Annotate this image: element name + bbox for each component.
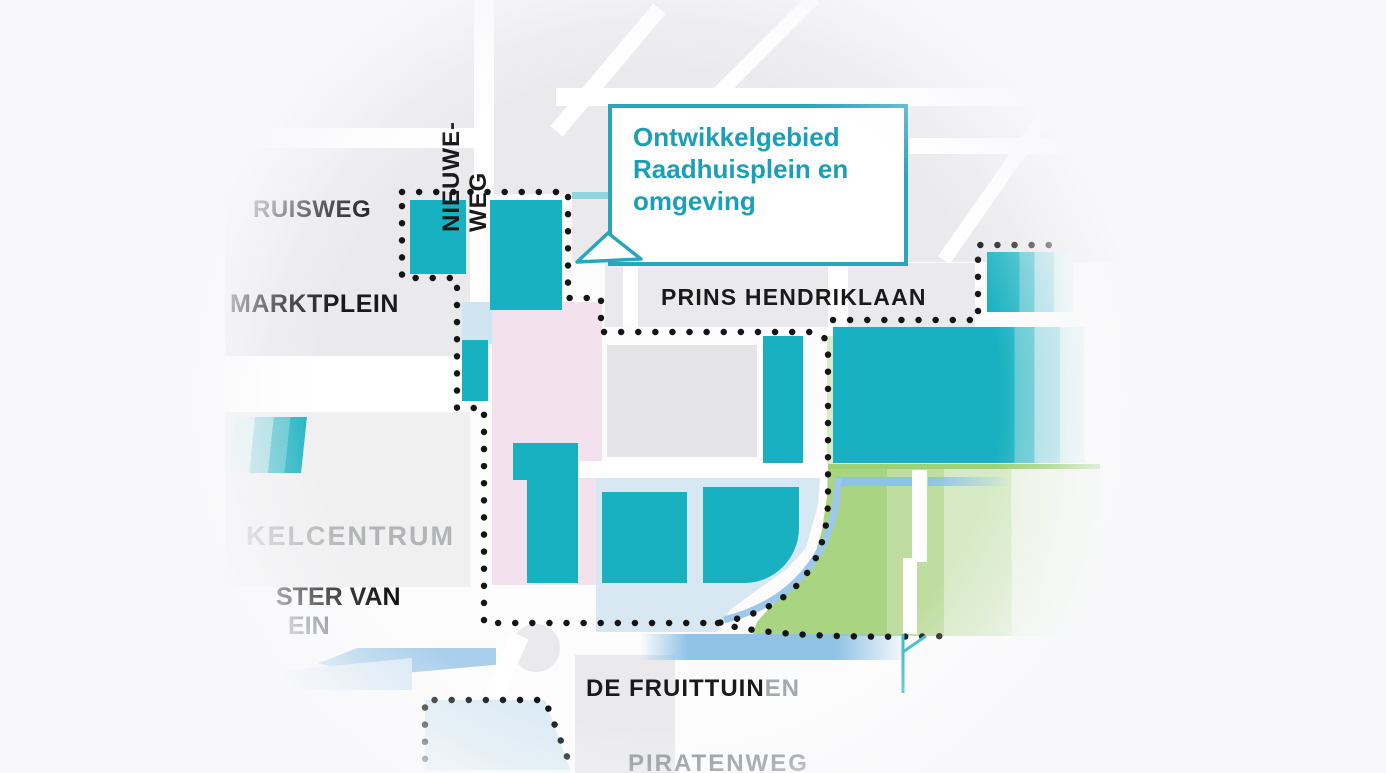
street-label-prins-hendriklaan: PRINS HENDRIKLAAN <box>661 284 927 310</box>
canal <box>928 477 1012 486</box>
building-block <box>987 252 1073 312</box>
road <box>225 356 473 412</box>
road <box>912 470 927 562</box>
street-label-de-fruittuinen: DE FRUITTUINEN <box>586 675 800 703</box>
callout-text: Ontwikkelgebied Raadhuisplein en omgevin… <box>633 122 849 217</box>
road <box>903 558 917 634</box>
building-block <box>763 336 803 463</box>
road <box>623 263 638 327</box>
building-block <box>490 200 562 310</box>
street-label-winkelcentrum: KELCENTRUM <box>246 521 455 551</box>
building-block <box>462 340 488 401</box>
building-block <box>833 327 1085 463</box>
street-label-line: STER VAN <box>276 583 401 611</box>
water-area <box>640 634 910 660</box>
building-block <box>229 417 307 473</box>
callout-box: Ontwikkelgebied Raadhuisplein en omgevin… <box>608 104 908 266</box>
street-label-line: EIN <box>288 612 330 640</box>
street-label-marktplein: MARKTPLEIN <box>230 290 399 318</box>
canal <box>462 302 492 344</box>
city-block <box>607 345 757 457</box>
canal <box>836 477 912 486</box>
street-label-part-faded: EN <box>764 675 800 702</box>
street-label-meester-van-plein: STER VAN EIN <box>276 583 401 641</box>
street-label-part: DE FRUITTUIN <box>586 675 765 702</box>
street-label-nieuweweg: NIEUWE- WEG <box>438 121 492 232</box>
street-label-kruisweg: RUISWEG <box>253 196 372 223</box>
city-block <box>225 0 475 128</box>
street-label-piratenweg: PIRATENWEG <box>628 750 809 773</box>
road <box>558 461 828 478</box>
building-block <box>602 492 687 583</box>
road <box>905 138 1105 154</box>
